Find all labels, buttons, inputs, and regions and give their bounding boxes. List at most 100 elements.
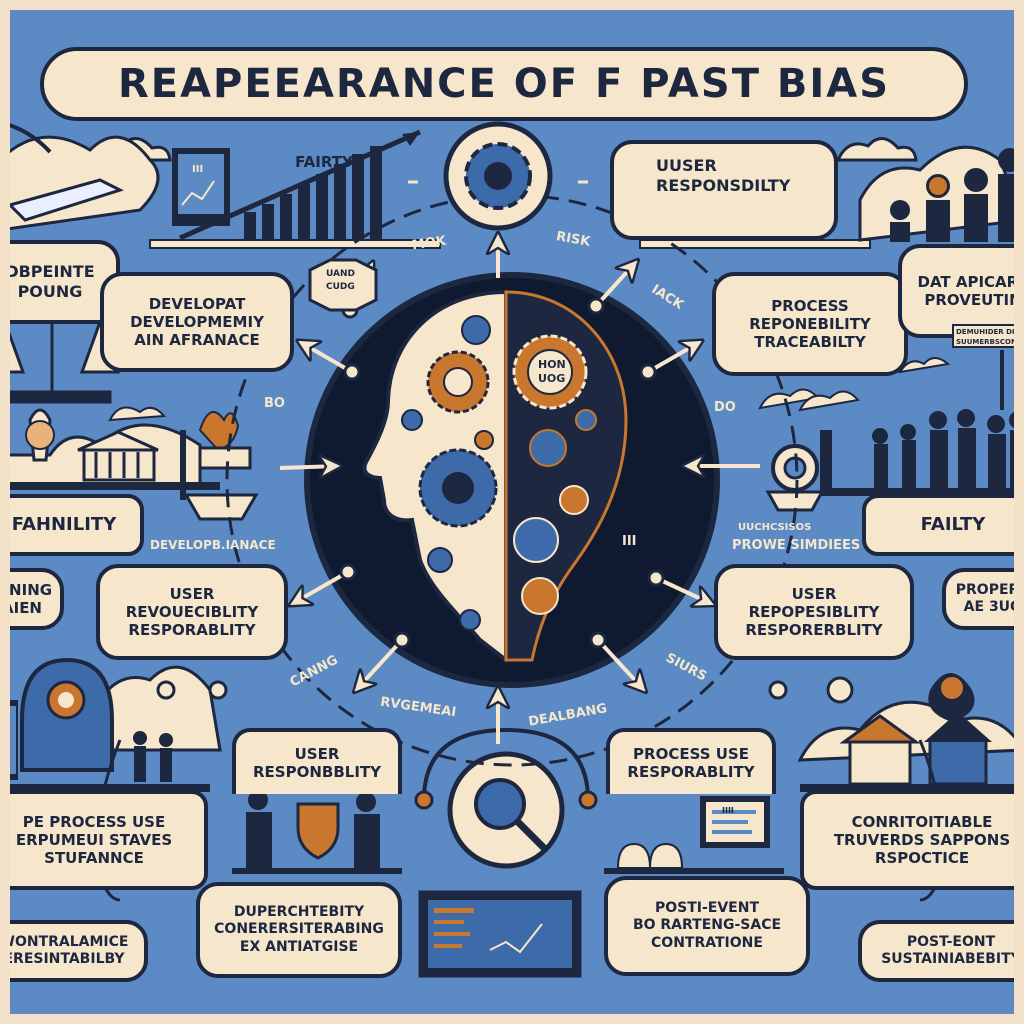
camera-icon [765, 430, 832, 512]
right-upper-line-3: TRACEABILTY [754, 333, 866, 352]
dashboard-screen [418, 890, 582, 978]
bottom-mid-right-line-3: CONTRATIONE [651, 934, 763, 951]
left-edge-top-line-1: DBPEINTE [5, 262, 95, 282]
bottom-center-right-line-1: PROCESS USE [633, 744, 749, 763]
monitor-label: IIII [722, 806, 734, 815]
podium-icon [180, 411, 259, 521]
bottom-right-bar-line-3: RSPOCTICE [874, 849, 970, 868]
bottom-left-edge-line-2: ERESINTABILBY [3, 951, 125, 967]
bottom-left-edge-line-1: WONTRALAMICE [0, 933, 129, 950]
bottom-left-bar: PE PROCESS USE ERPUMEUI STAVES STUFANNCE [0, 790, 208, 890]
left-upper-line-1: DEVELOPAT [148, 294, 246, 313]
hexagon-badge-line-1: UAND [326, 269, 355, 279]
left-lower-line-3: RESPORABLITY [128, 621, 256, 640]
right-mid-caption-2: PROWE SIMDIEES [732, 538, 861, 553]
house-scene [797, 673, 1024, 792]
hexagon-badge-line-2: CUDG [326, 282, 355, 292]
right-sign-line-1: DEMUHIDER DIU [956, 328, 1021, 336]
airplane-icon [7, 178, 124, 222]
right-sign-post [1000, 350, 1004, 410]
bottom-center-left-line-2: RESPONBBLITY [253, 763, 381, 781]
right-people-scene [758, 357, 1024, 496]
bottom-mid-right-line-1: POSTI-EVENT [654, 900, 760, 917]
top-right-banner: UUSER RESPONSDILTY [610, 140, 838, 240]
right-edge-top-line-1: DAT APICARE [917, 272, 1024, 291]
bottom-left-bar-line-2: ERPUMEUI STAVES [15, 830, 173, 849]
top-left-scene [0, 120, 160, 232]
bottom-right-edge-box: POST-EONT SUSTAINIABEBITY [858, 920, 1024, 982]
bottom-center-left-box: USER RESPONBBLITY [232, 728, 402, 794]
left-lower-box: USER REVOUECIBLITY RESPORABLITY [96, 564, 288, 660]
bottom-left-bar-line-3: STUFANNCE [44, 849, 144, 868]
bottom-mid-left-box: DUPERCHTEBITY CONERERSITERABING EX ANTIA… [196, 882, 402, 978]
left-edge-top-line-2: POUNG [17, 282, 83, 301]
page-title: REAPEEARANCE OF F PAST BIAS [40, 47, 968, 121]
right-edge-top-line-2: PROVEUTIN [924, 291, 1022, 309]
left-upper-line-3: AIN AFRANACE [134, 331, 260, 350]
bottom-center-left-line-1: USER [294, 744, 340, 763]
right-edge-mid-line-2: AE 3UC [963, 599, 1021, 615]
top-right-banner-line-1: UUSER [656, 156, 717, 175]
top-left-banner-text: FAIRTY [295, 152, 353, 171]
arrow-label-mid-right: DO [714, 400, 736, 415]
office-scene [604, 796, 784, 874]
left-mid-caption: DEVELOPB.IANACE [150, 538, 276, 552]
connector-dots [156, 297, 854, 704]
shield-people [232, 790, 402, 874]
bottom-right-bar: CONRITOITIABLE TRUVERDS SAPPONS RSPOCTIC… [800, 790, 1024, 890]
bottom-mid-right-line-2: BO RARTENG-SACE [632, 917, 782, 934]
top-right-people [858, 145, 1024, 242]
right-lower-line-3: RESPORERBLITY [745, 621, 883, 640]
left-edge-mid-box: RINING AIEN [0, 568, 64, 630]
right-edge-mid-line-1: PROPERT [955, 581, 1024, 598]
left-edge-mid-line-2: AIEN [2, 599, 42, 617]
left-edge-mid-line-1: RINING [0, 580, 53, 599]
arrow-label-mid-left: BO [264, 396, 285, 411]
top-gear-icon [408, 121, 588, 231]
right-upper-line-2: REPONEBILITY [749, 314, 871, 333]
bottom-right-bar-line-2: TRUVERDS SAPPONS [833, 830, 1011, 849]
left-lower-line-2: REVOUECIBLITY [125, 602, 259, 621]
bottom-right-edge-line-1: POST-EONT [906, 933, 996, 950]
right-sign-line-2: SUUMERBSCON [956, 338, 1017, 346]
left-upper-line-2: DEVELOPMEMIY [130, 312, 264, 331]
left-lower-line-1: USER [169, 584, 215, 603]
bottom-left-bar-line-1: PE PROCESS USE [22, 812, 166, 831]
right-mid-bar: FAILTY [862, 494, 1024, 556]
right-mid-caption-1: UUCHCSISOS [738, 522, 812, 533]
right-sign-text: DEMUHIDER DIU SUUMERBSCON [952, 324, 1024, 348]
outer-dashed-ring [225, 193, 799, 767]
right-lower-line-2: REPOPESIBLITY [748, 602, 880, 621]
left-civic-scene [0, 406, 220, 490]
head-badge-line-1: HON [538, 358, 566, 371]
arrow-tick-label: III [622, 534, 637, 549]
right-edge-mid-box: PROPERT AE 3UC [942, 568, 1024, 630]
top-right-banner-line-2: RESPONSDILTY [656, 175, 791, 195]
head-badge-line-2: UOG [538, 372, 566, 385]
small-hexagon [308, 258, 378, 312]
bottom-mid-right-box: POSTI-EVENT BO RARTENG-SACE CONTRATIONE [604, 876, 810, 976]
bottom-mid-left-line-1: DUPERCHTEBITY [233, 904, 365, 921]
right-lower-box: USER REPOPESIBLITY RESPORERBLITY [714, 564, 914, 660]
shield-icon [296, 802, 340, 860]
bottom-mid-left-line-2: CONERERSITERABING [214, 921, 384, 938]
left-mid-bar-text: FAHNILITY [11, 514, 117, 536]
bottom-center-right-box: PROCESS USE RESPORABLITY [606, 728, 776, 794]
bottom-left-edge-box: WONTRALAMICE ERESINTABILBY [0, 920, 148, 982]
right-upper-line-1: PROCESS [771, 296, 849, 315]
left-mid-bar: FAHNILITY [0, 494, 144, 556]
bottom-right-bar-line-1: CONRITOITIABLE [851, 812, 993, 831]
bottom-right-edge-line-2: SUSTAINIABEBITY [881, 951, 1021, 967]
top-left-banner: FAIRTY [264, 142, 384, 182]
brain-gears [401, 315, 597, 631]
bottom-center-right-line-2: RESPORABLITY [627, 763, 755, 781]
right-upper-box: PROCESS REPONEBILITY TRACEABILTY [712, 272, 908, 376]
rising-bar-chart [149, 129, 441, 249]
bottom-mid-left-line-3: EX ANTIATGISE [239, 938, 359, 955]
right-mid-bar-text: FAILTY [920, 514, 986, 536]
magnifier-icon [414, 727, 598, 869]
left-upper-box: DEVELOPAT DEVELOPMEMIY AIN AFRANACE [100, 272, 294, 372]
right-lower-line-1: USER [791, 584, 837, 603]
